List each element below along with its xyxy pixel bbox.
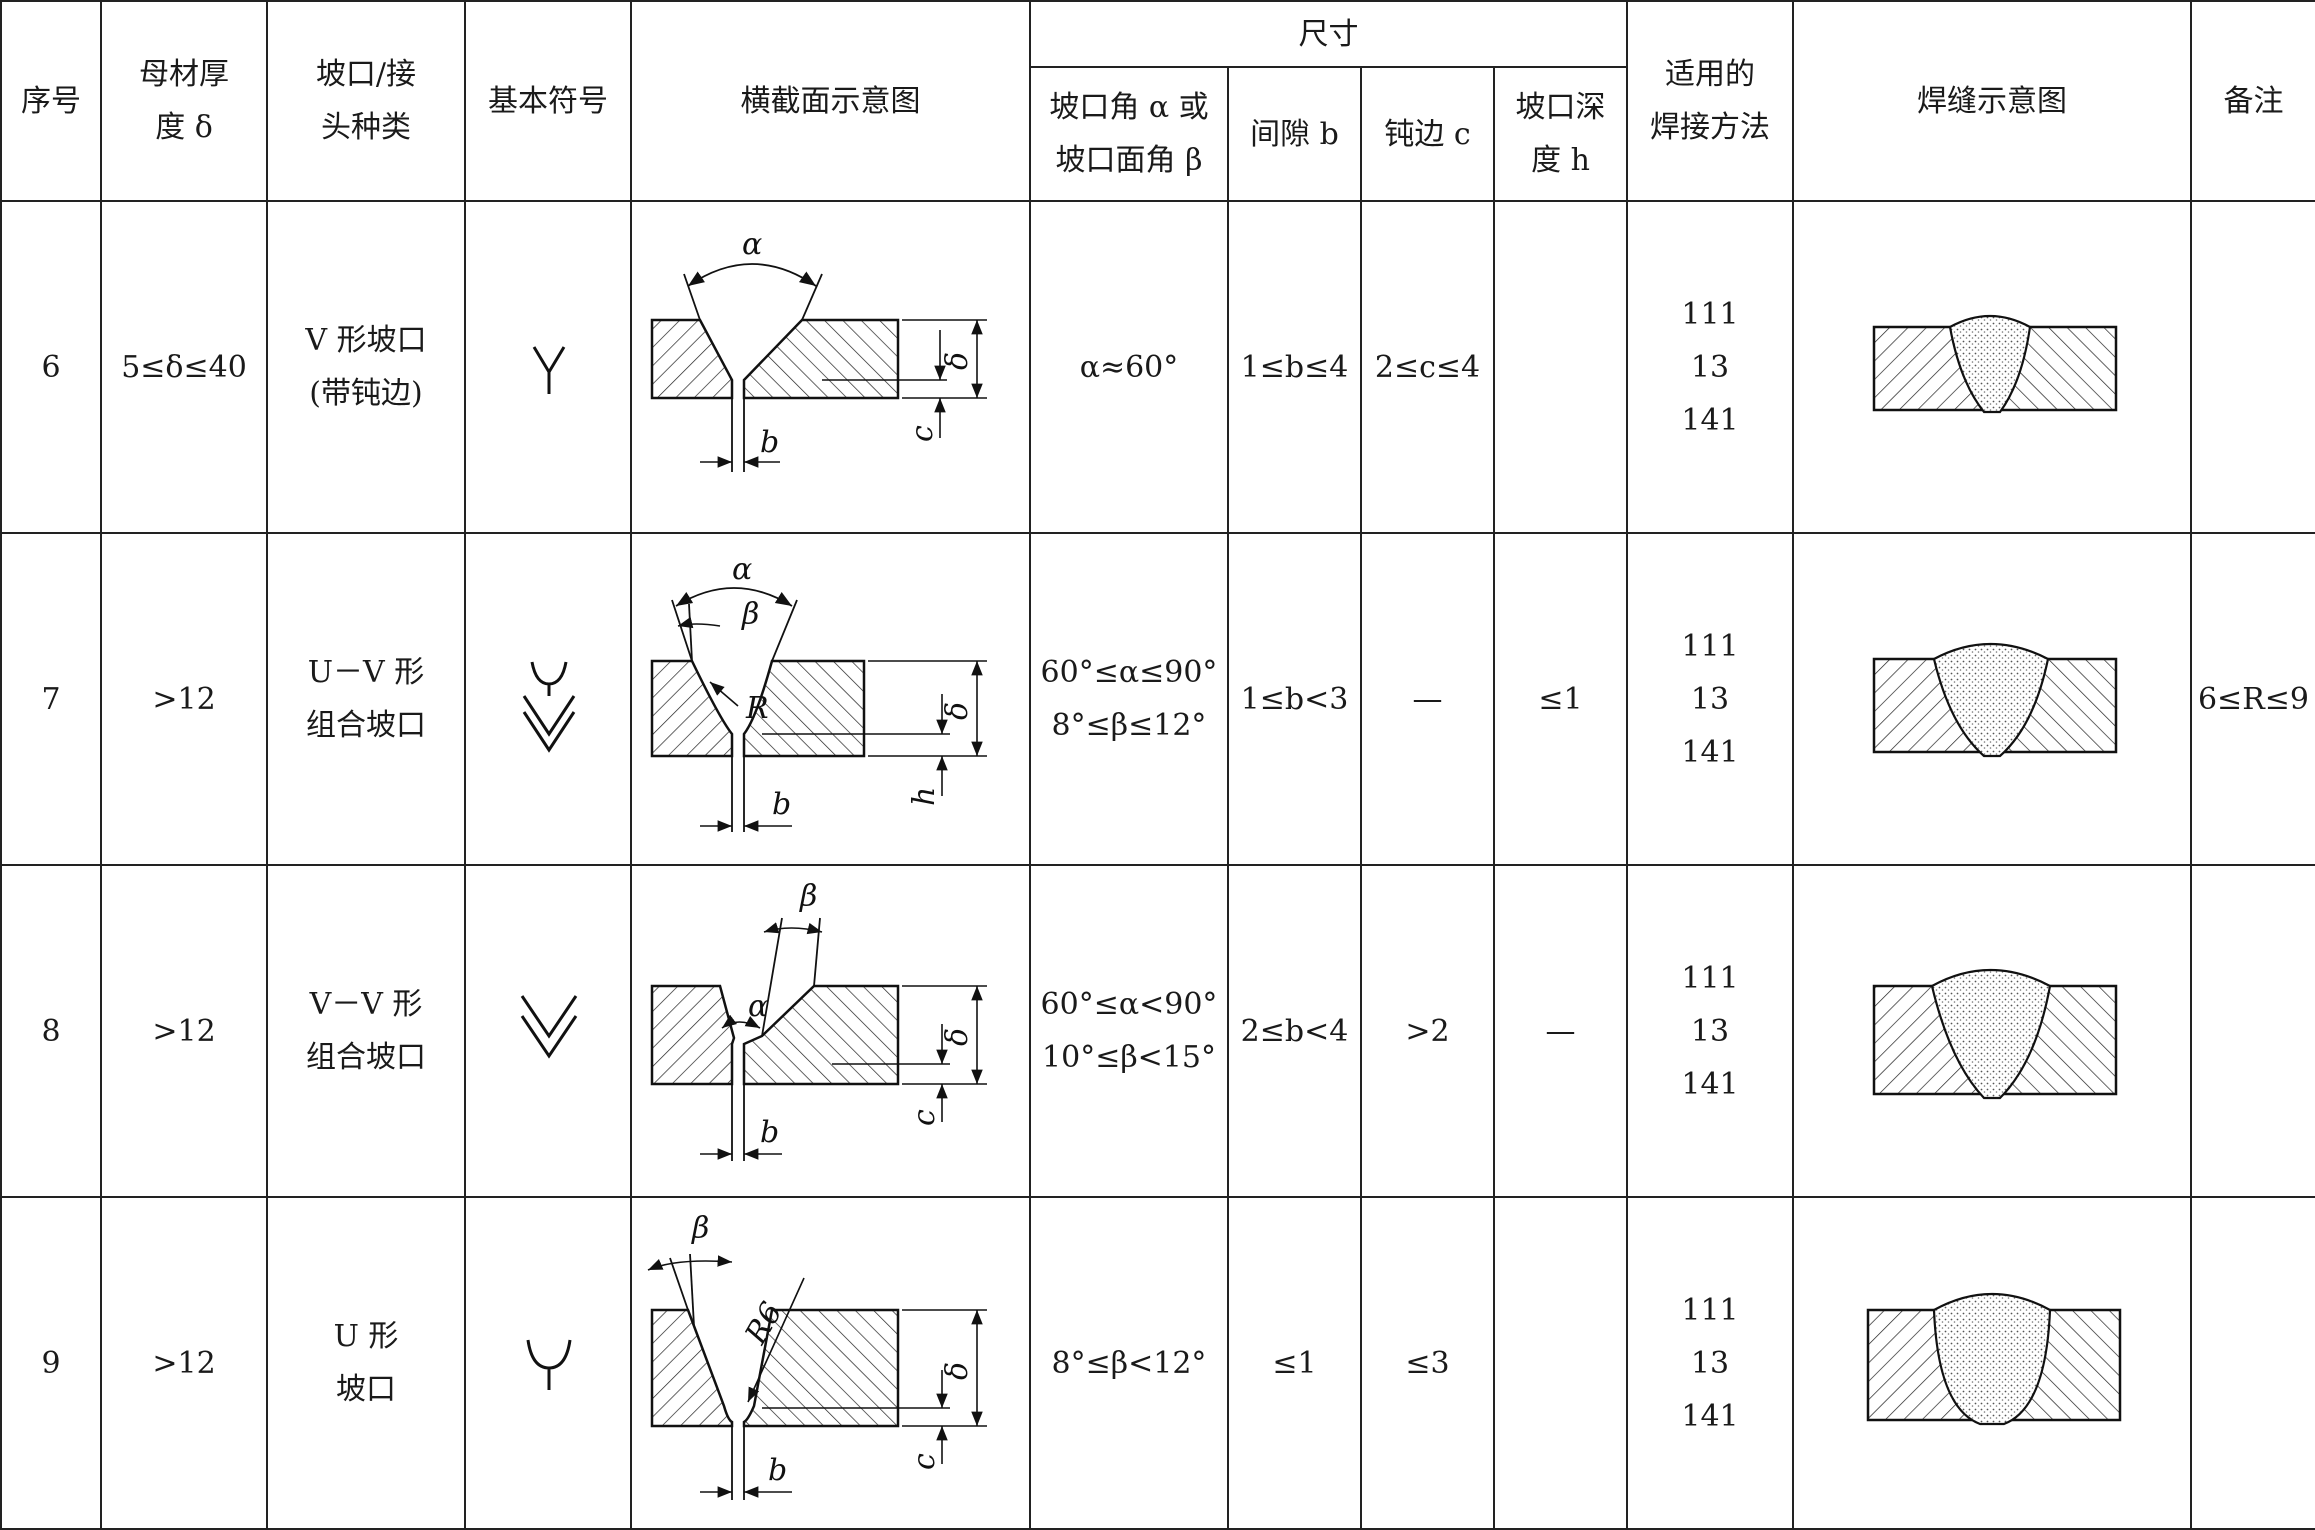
symbol-y-icon: [532, 346, 566, 394]
cell-cross-section: β α δ c b: [630, 864, 1031, 1198]
header-remark: 备注: [2190, 0, 2315, 202]
cell-remark: [2190, 864, 2315, 1198]
cell-symbol: [464, 200, 632, 534]
cell-weld-diagram: [1792, 864, 2192, 1198]
label-delta: δ: [940, 352, 975, 370]
label-b: b: [760, 1115, 779, 1150]
symbol-u-v-icon: [522, 661, 576, 753]
label-R: R: [745, 691, 769, 726]
cell-symbol: [464, 1196, 632, 1530]
cell-joint-type: V 形坡口 (带钝边): [266, 200, 466, 534]
header-joint-type: 坡口/接 头种类: [266, 0, 466, 202]
cell-methods: 111 13 141: [1626, 864, 1794, 1198]
label-beta: β: [799, 879, 817, 914]
cell-joint-type: U 形 坡口: [266, 1196, 466, 1530]
label-delta: δ: [940, 702, 975, 720]
header-gap: 间隙 b: [1227, 66, 1362, 202]
label-b: b: [760, 425, 779, 460]
cell-methods: 111 13 141: [1626, 200, 1794, 534]
label-c: c: [907, 1109, 942, 1126]
cell-symbol: [464, 864, 632, 1198]
cell-seq: 7: [0, 532, 102, 866]
cell-angle: 60°≤α≤90° 8°≤β≤12°: [1029, 532, 1229, 866]
cross-section-u-v-groove: α β R δ h b: [650, 552, 987, 832]
symbol-v-v-icon: [520, 995, 578, 1059]
cell-symbol: [464, 532, 632, 866]
cell-gap: 1≤b<3: [1227, 532, 1362, 866]
header-symbol: 基本符号: [464, 0, 632, 202]
cell-root-face: 2≤c≤4: [1360, 200, 1495, 534]
cross-section-v-v-groove: β α δ c b: [650, 879, 987, 1161]
cell-gap: 2≤b<4: [1227, 864, 1362, 1198]
weld-diagram-v-v: [1872, 968, 2118, 1100]
cell-root-face: >2: [1360, 864, 1495, 1198]
cell-angle: 8°≤β<12°: [1029, 1196, 1229, 1530]
cell-methods: 111 13 141: [1626, 1196, 1794, 1530]
cell-gap: ≤1: [1227, 1196, 1362, 1530]
label-c: c: [907, 1453, 942, 1470]
label-alpha: α: [732, 552, 752, 587]
cell-remark: 6≤R≤9: [2190, 532, 2315, 866]
label-alpha: α: [742, 227, 762, 262]
weld-diagram-u-v: [1872, 642, 2118, 758]
cell-cross-section: β R6 δ c b: [630, 1196, 1031, 1530]
cell-angle: 60°≤α<90° 10°≤β<15°: [1029, 864, 1229, 1198]
cell-gap: 1≤b≤4: [1227, 200, 1362, 534]
cell-angle: α≈60°: [1029, 200, 1229, 534]
label-beta: β: [691, 1211, 709, 1246]
cell-seq: 6: [0, 200, 102, 534]
cell-depth: —: [1493, 864, 1628, 1198]
cell-cross-section: α β R δ h b: [630, 532, 1031, 866]
header-thickness: 母材厚 度 δ: [100, 0, 268, 202]
label-alpha: α: [748, 989, 768, 1024]
cell-depth: [1493, 200, 1628, 534]
cell-joint-type: U－V 形 组合坡口: [266, 532, 466, 866]
header-seq: 序号: [0, 0, 102, 202]
header-methods: 适用的 焊接方法: [1626, 0, 1794, 202]
cell-thickness: >12: [100, 864, 268, 1198]
weld-diagram-u: [1866, 1292, 2122, 1426]
label-b: b: [768, 1453, 787, 1488]
cell-depth: ≤1: [1493, 532, 1628, 866]
header-dimensions: 尺寸: [1029, 0, 1628, 68]
table-row: 8 >12 V－V 形 组合坡口 β α: [0, 864, 2315, 1198]
cell-weld-diagram: [1792, 1196, 2192, 1530]
header-cross-section: 横截面示意图: [630, 0, 1031, 202]
cell-root-face: ≤3: [1360, 1196, 1495, 1530]
table-row: 7 >12 U－V 形 组合坡口 α β: [0, 532, 2315, 866]
cell-seq: 9: [0, 1196, 102, 1530]
cell-remark: [2190, 1196, 2315, 1530]
weld-diagram-v: [1872, 314, 2118, 414]
label-delta: δ: [940, 1028, 975, 1046]
cell-weld-diagram: [1792, 532, 2192, 866]
label-b: b: [772, 787, 791, 822]
header-root-face: 钝边 c: [1360, 66, 1495, 202]
table-row: 6 5≤δ≤40 V 形坡口 (带钝边) α δ: [0, 200, 2315, 534]
cell-seq: 8: [0, 864, 102, 1198]
cell-remark: [2190, 200, 2315, 534]
table-row: 9 >12 U 形 坡口 β R6: [0, 1196, 2315, 1530]
label-beta: β: [741, 597, 759, 632]
cell-joint-type: V－V 形 组合坡口: [266, 864, 466, 1198]
header-angle: 坡口角 α 或 坡口面角 β: [1029, 66, 1229, 202]
cell-methods: 111 13 141: [1626, 532, 1794, 866]
cell-depth: [1493, 1196, 1628, 1530]
header-depth: 坡口深 度 h: [1493, 66, 1628, 202]
cell-thickness: >12: [100, 1196, 268, 1530]
cell-weld-diagram: [1792, 200, 2192, 534]
header-weld-diagram: 焊缝示意图: [1792, 0, 2192, 202]
cell-root-face: —: [1360, 532, 1495, 866]
cell-thickness: 5≤δ≤40: [100, 200, 268, 534]
label-h: h: [907, 787, 942, 806]
symbol-u-icon: [526, 1339, 572, 1390]
cell-cross-section: α δ c b: [630, 200, 1031, 534]
cross-section-v-groove: α δ c b: [650, 227, 987, 472]
cross-section-u-groove: β R6 δ c b: [647, 1211, 987, 1500]
label-c: c: [905, 425, 940, 442]
cell-thickness: >12: [100, 532, 268, 866]
label-delta: δ: [940, 1362, 975, 1380]
